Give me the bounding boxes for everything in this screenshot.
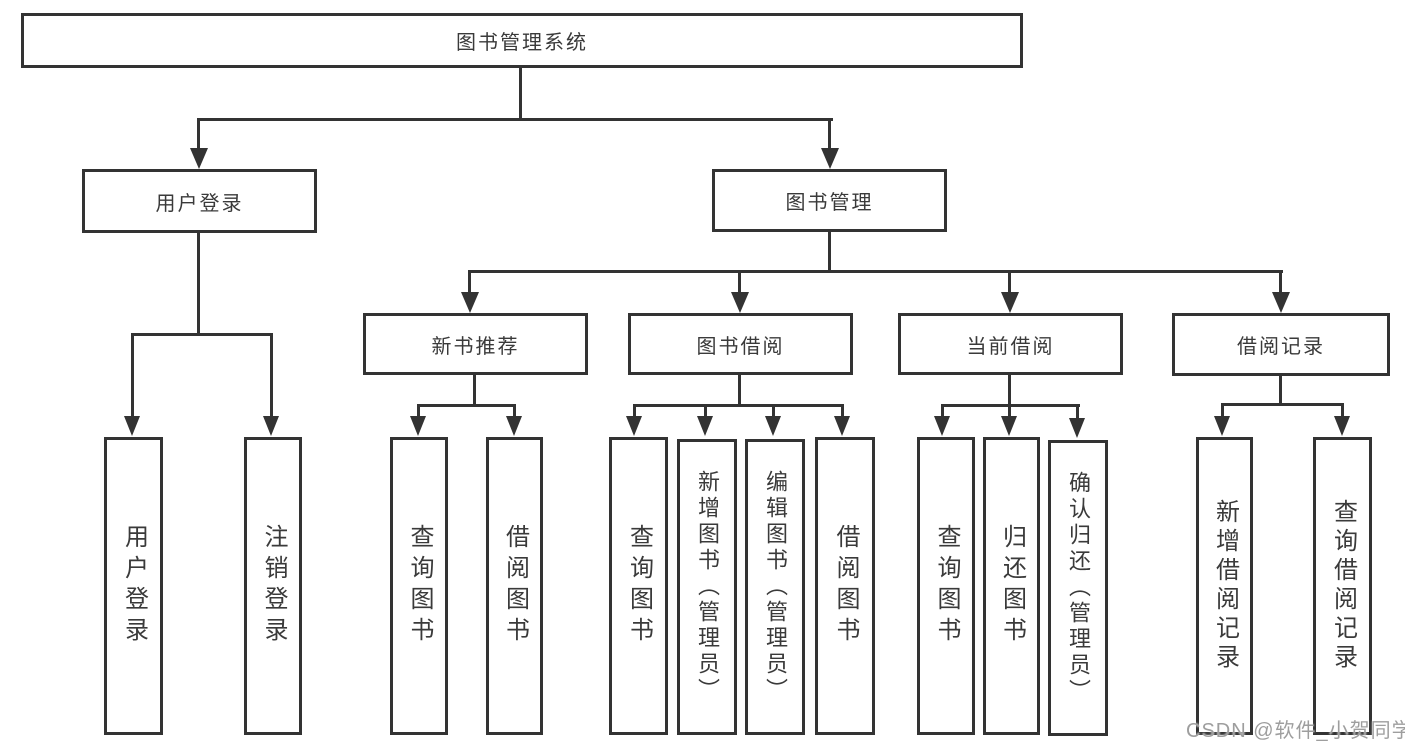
arrowhead-borrow-records	[1272, 292, 1290, 313]
leaf-query-books-1: 查询图书	[390, 437, 448, 735]
connector-bb-leaf3-stem	[772, 404, 775, 418]
node-book-management-label: 图书管理	[785, 192, 874, 214]
leaf-add-borrow-record-label: 新增借阅记录	[1211, 499, 1239, 673]
connector-bb-leaf2-stem	[704, 404, 707, 418]
connector-br-leaf2-stem	[1341, 403, 1344, 418]
node-new-book-recommend-label: 新书推荐	[431, 335, 520, 358]
leaf-user-login: 用户登录	[104, 437, 163, 735]
leaf-add-borrow-record: 新增借阅记录	[1196, 437, 1253, 735]
connector-cb-leaf1-stem	[941, 404, 944, 418]
leaf-confirm-return-admin: 确认归还（管理员）	[1048, 440, 1108, 736]
connector-nbr-hbar	[417, 404, 516, 407]
leaf-query-books-1-label: 查询图书	[406, 524, 433, 648]
arrowhead-book-mgmt	[821, 148, 839, 169]
arrowhead-bb-leaf3	[765, 416, 781, 436]
node-new-book-recommend: 新书推荐	[363, 313, 588, 375]
node-borrow-records: 借阅记录	[1172, 313, 1390, 376]
arrowhead-new-book	[461, 292, 479, 313]
connector-root-stem	[519, 68, 522, 121]
node-user-login-label: 用户登录	[155, 192, 244, 215]
node-book-borrow-label: 图书借阅	[696, 335, 785, 358]
connector-leaf-logout-stem	[270, 333, 273, 417]
connector-level2-hbar	[197, 118, 833, 121]
node-book-management: 图书管理	[712, 169, 947, 232]
arrowhead-current-borrow	[1001, 292, 1019, 313]
node-library-system: 图书管理系统	[21, 13, 1023, 68]
arrowhead-book-borrow	[731, 292, 749, 313]
node-user-login: 用户登录	[82, 169, 317, 233]
connector-borrow-records-stem	[1279, 270, 1282, 294]
connector-user-login-down	[197, 233, 200, 336]
arrowhead-br-leaf1	[1214, 416, 1230, 436]
connector-book-mgmt-stem	[828, 118, 831, 150]
leaf-query-books-3-label: 查询图书	[933, 524, 960, 648]
leaf-logout: 注销登录	[244, 437, 302, 735]
connector-current-borrow-stem	[1008, 270, 1011, 294]
connector-nbr-leaf2-stem	[513, 404, 516, 418]
arrowhead-cb-leaf3	[1069, 418, 1085, 438]
arrowhead-leaf-logout	[263, 416, 279, 436]
arrowhead-nbr-leaf1	[410, 416, 426, 436]
connector-book-mgmt-down	[828, 232, 831, 272]
connector-br-down	[1279, 376, 1282, 406]
leaf-add-book-admin-label: 新增图书（管理员）	[695, 470, 720, 704]
leaf-query-books-3: 查询图书	[917, 437, 975, 735]
leaf-borrow-books-2-label: 借阅图书	[832, 524, 859, 648]
leaf-confirm-return-admin-label: 确认归还（管理员）	[1066, 471, 1091, 705]
arrowhead-nbr-leaf2	[506, 416, 522, 436]
leaf-user-login-label: 用户登录	[120, 524, 148, 648]
leaf-return-book-label: 归还图书	[998, 524, 1026, 648]
leaf-borrow-books-1: 借阅图书	[486, 437, 543, 735]
arrowhead-br-leaf2	[1334, 416, 1350, 436]
node-current-borrow: 当前借阅	[898, 313, 1123, 375]
connector-user-login-hbar	[131, 333, 273, 336]
arrowhead-leaf-user-login	[124, 416, 140, 436]
arrowhead-bb-leaf2	[697, 416, 713, 436]
leaf-edit-book-admin: 编辑图书（管理员）	[745, 439, 805, 735]
connector-br-hbar	[1221, 403, 1344, 406]
connector-bb-leaf1-stem	[633, 404, 636, 418]
leaf-borrow-books-2: 借阅图书	[815, 437, 875, 735]
connector-level3-hbar	[468, 270, 1283, 273]
connector-book-borrow-stem	[738, 270, 741, 294]
node-current-borrow-label: 当前借阅	[966, 335, 1055, 358]
leaf-logout-label: 注销登录	[260, 524, 287, 648]
arrowhead-user-login	[190, 148, 208, 169]
arrowhead-cb-leaf1	[934, 416, 950, 436]
connector-nbr-down	[473, 375, 476, 406]
arrowhead-bb-leaf1	[626, 416, 642, 436]
connector-bb-down	[738, 375, 741, 406]
connector-br-leaf1-stem	[1221, 403, 1224, 418]
connector-cb-leaf3-stem	[1076, 404, 1079, 418]
node-library-system-label: 图书管理系统	[456, 32, 588, 54]
connector-leaf-user-login-stem	[131, 333, 134, 417]
connector-cb-down	[1008, 375, 1011, 407]
connector-nbr-leaf1-stem	[417, 404, 420, 418]
leaf-query-books-2: 查询图书	[609, 437, 668, 735]
arrowhead-bb-leaf4	[834, 416, 850, 436]
connector-new-book-stem	[468, 270, 471, 294]
leaf-borrow-books-1-label: 借阅图书	[501, 524, 529, 648]
node-book-borrow: 图书借阅	[628, 313, 853, 375]
node-borrow-records-label: 借阅记录	[1237, 336, 1325, 358]
connector-bb-leaf4-stem	[841, 404, 844, 418]
connector-user-login-stem	[197, 118, 200, 150]
leaf-add-book-admin: 新增图书（管理员）	[677, 439, 737, 735]
csdn-watermark: CSDN @软件_小贺同学	[1186, 720, 1405, 742]
leaf-query-borrow-record-label: 查询借阅记录	[1329, 499, 1357, 673]
leaf-return-book: 归还图书	[983, 437, 1040, 735]
connector-cb-leaf2-stem	[1008, 404, 1011, 418]
leaf-edit-book-admin-label: 编辑图书（管理员）	[763, 470, 788, 704]
leaf-query-books-2-label: 查询图书	[625, 524, 653, 648]
leaf-query-borrow-record: 查询借阅记录	[1313, 437, 1372, 735]
connector-bb-hbar	[633, 404, 844, 407]
arrowhead-cb-leaf2	[1001, 416, 1017, 436]
